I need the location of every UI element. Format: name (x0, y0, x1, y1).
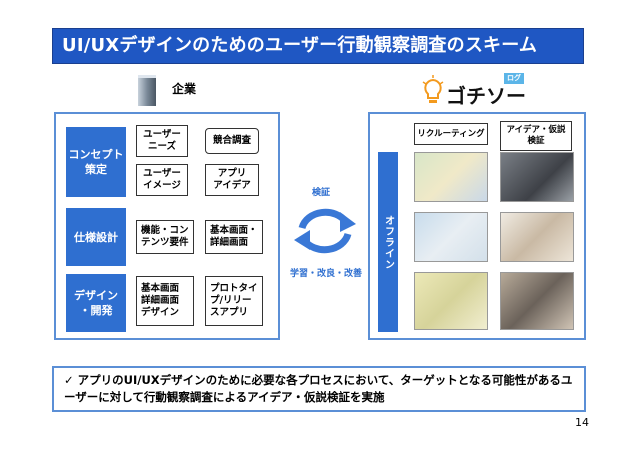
doc-prototype: プロトタイ プ/リリー スアプリ (205, 276, 263, 326)
header-recruiting: リクルーティング (414, 123, 488, 145)
photo-recruiting-flyer-2 (414, 212, 488, 262)
lightbulb-icon (422, 75, 444, 103)
summary-text: ✓ アプリのUI/UXデザインのために必要な各プロセスにおいて、ターゲットとなる… (64, 372, 580, 406)
company-label: 企業 (172, 82, 197, 96)
doc-app-idea: アプリ アイデア (205, 164, 259, 196)
doc-basic-screens: 基本画面・ 詳細画面 (205, 220, 263, 254)
doc-competitive: 競合調査 (205, 128, 259, 154)
cycle-arrows-icon (294, 208, 356, 254)
summary-body: アプリのUI/UXデザインのために必要な各プロセスにおいて、ターゲットとなる可能… (64, 373, 573, 404)
doc-design-screens: 基本画面 詳細画面 デザイン (136, 276, 194, 326)
header-idea-validation: アイデア・仮説 検証 (500, 121, 572, 151)
phase-concept: コンセプト 策定 (66, 127, 126, 197)
building-icon (138, 75, 156, 106)
photo-session-3 (500, 272, 574, 330)
photo-session-1 (500, 152, 574, 202)
title-bar (52, 28, 584, 64)
check-icon: ✓ (64, 373, 74, 387)
doc-user-needs: ユーザー ニーズ (136, 125, 188, 157)
summary-box (52, 366, 586, 412)
phase-spec: 仕様設計 (66, 208, 126, 266)
offline-bar: オフライン (378, 152, 398, 332)
page-number: 14 (575, 416, 589, 429)
photo-recruiting-flyer-3 (414, 272, 488, 330)
brand-badge: ログ (504, 73, 524, 84)
cycle-bottom-label: 学習・改良・改善 (290, 269, 363, 279)
page-title: UI/UXデザインのためのユーザー行動観察調査のスキーム (62, 35, 538, 56)
doc-features: 機能・コン テンツ要件 (136, 220, 194, 254)
phase-design: デザイン ・開発 (66, 274, 126, 332)
brand-name: ゴチソー (446, 84, 526, 108)
doc-user-image: ユーザー イメージ (136, 164, 188, 196)
photo-recruiting-flyer-1 (414, 152, 488, 202)
photo-session-2 (500, 212, 574, 262)
cycle-top-label: 検証 (312, 188, 331, 198)
